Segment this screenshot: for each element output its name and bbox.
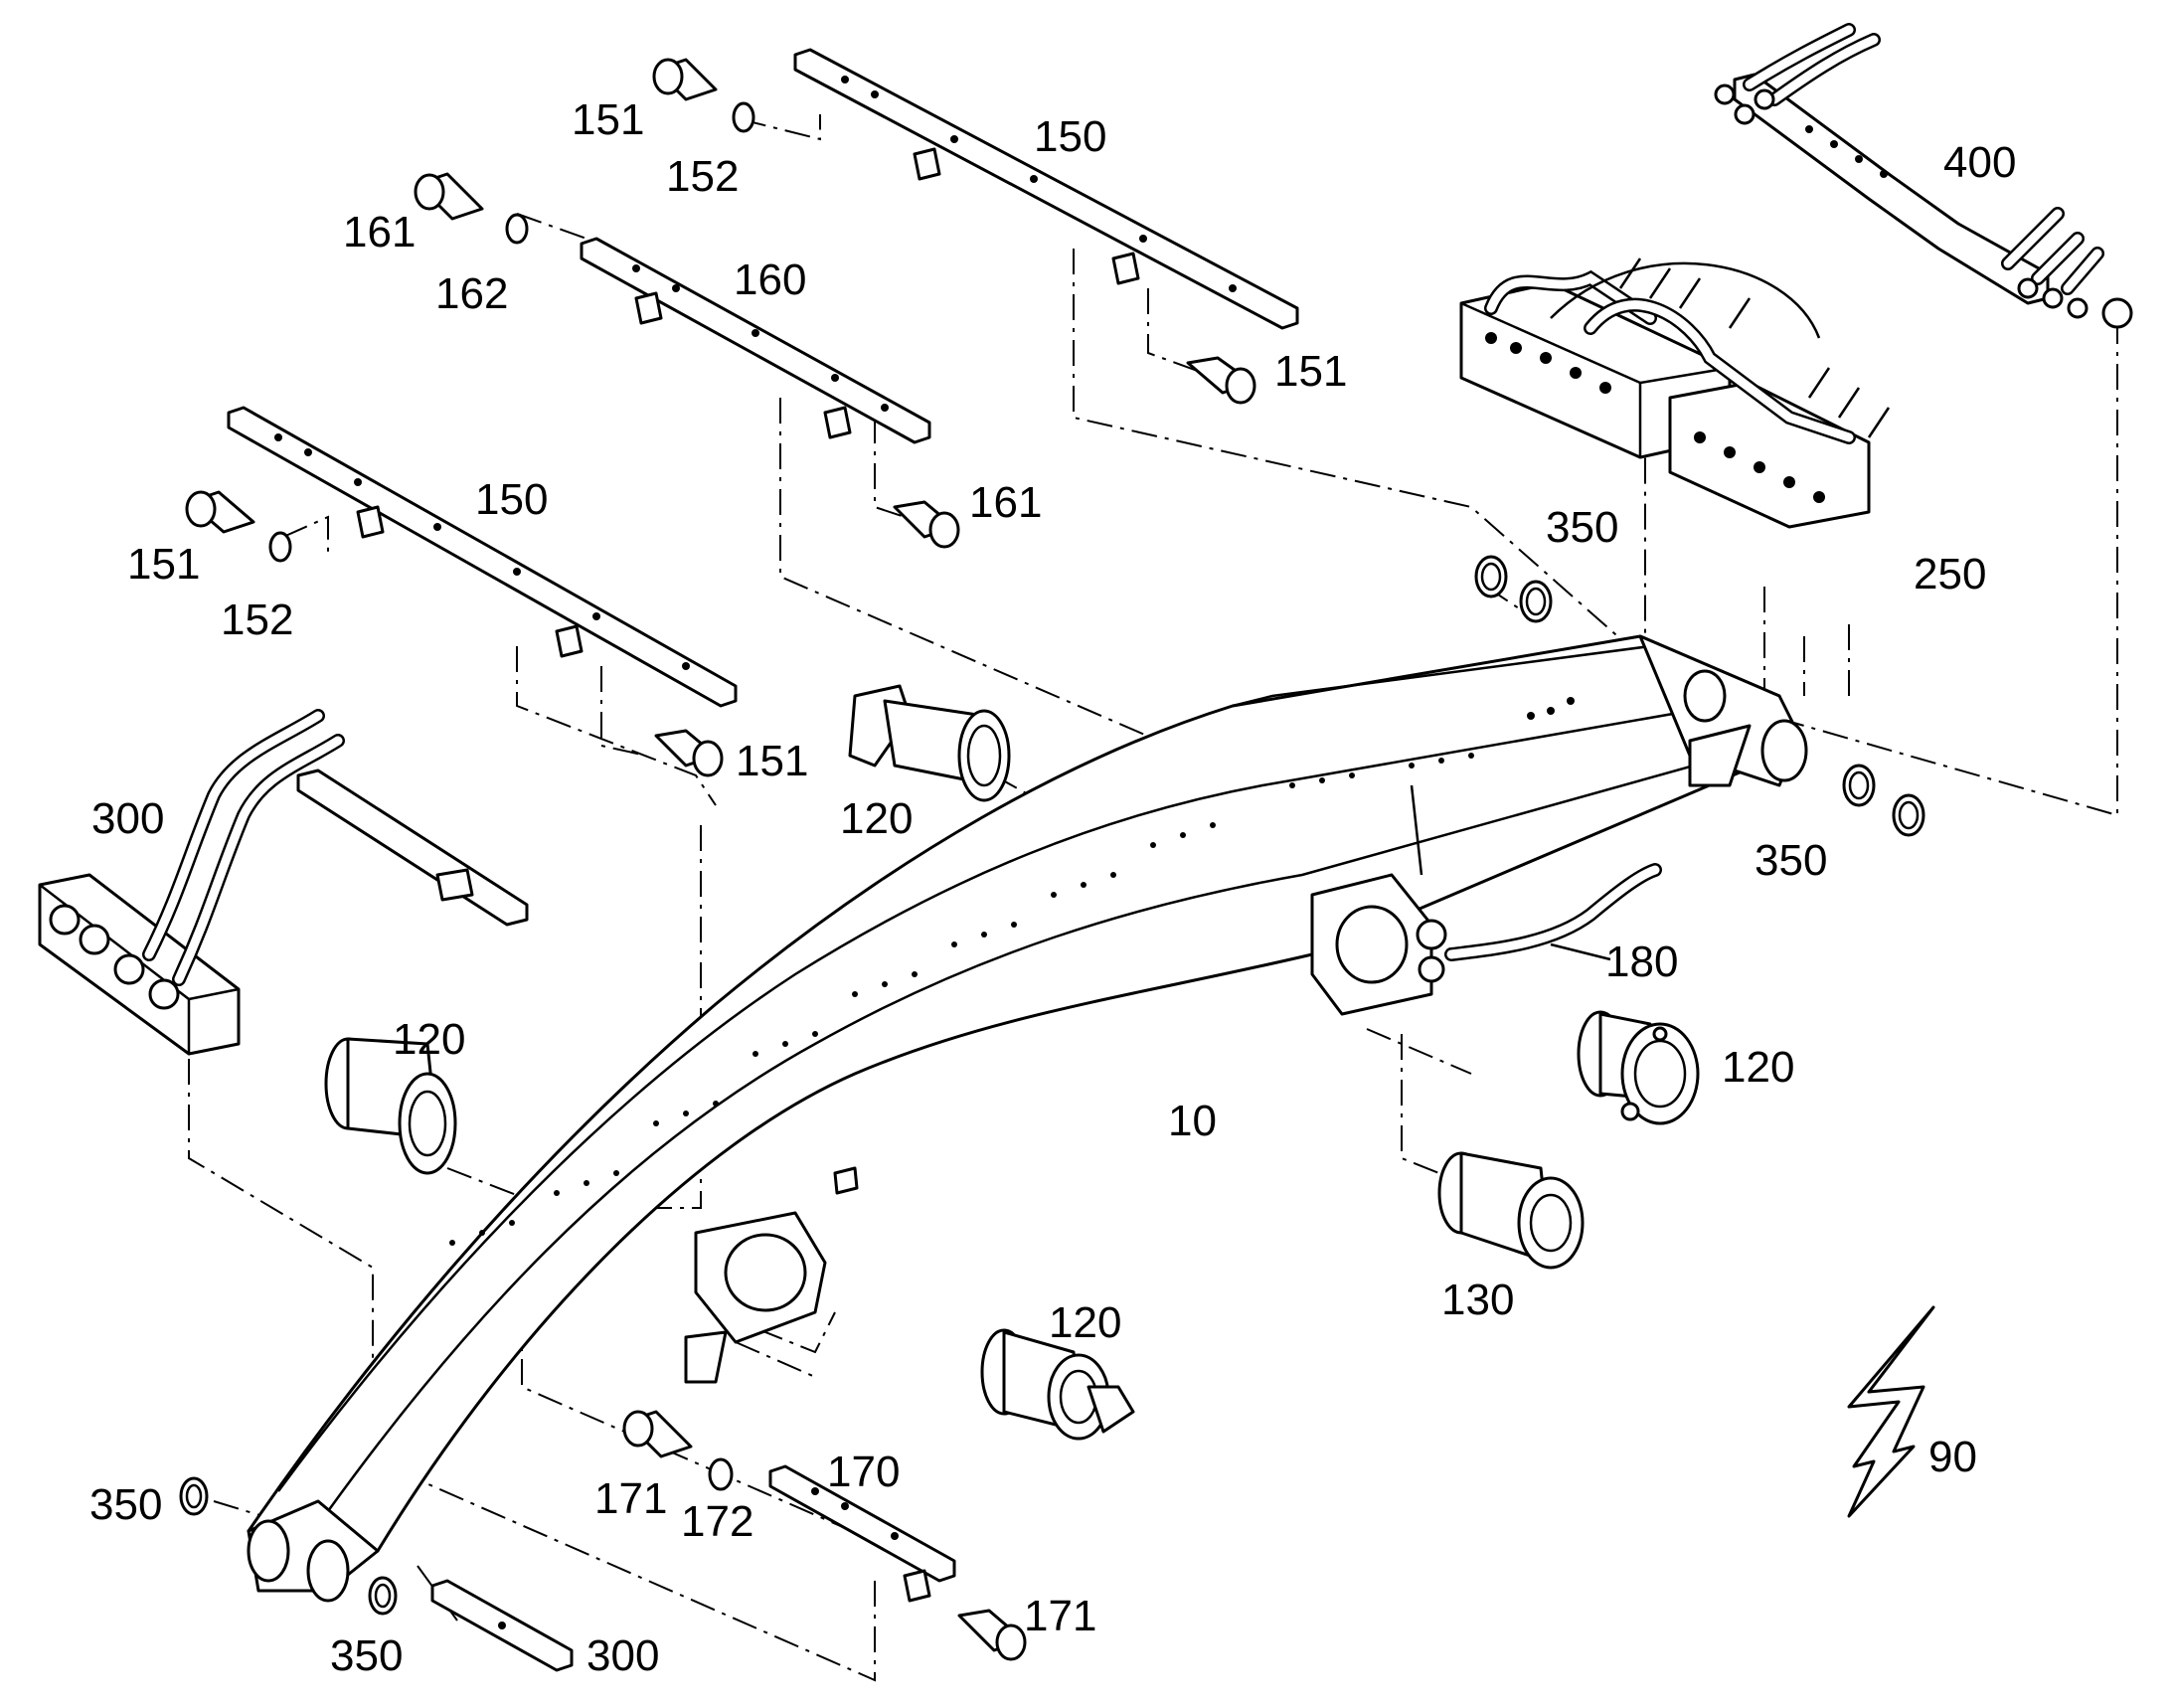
hose-180 [1444,863,1662,961]
label-161: 161 [343,208,416,256]
label-162: 162 [435,269,508,318]
valve-block-250 [1459,257,1891,529]
label-180: 180 [1605,938,1678,986]
label-350: 350 [89,1480,162,1529]
direction-arrow-90 [1847,1305,1935,1518]
manifold-300 [38,709,529,1056]
rail-bar-150-mid [227,406,738,708]
label-151: 151 [127,540,200,589]
label-120: 120 [840,794,913,843]
label-10: 10 [1168,1097,1217,1145]
label-152: 152 [221,596,293,644]
label-160: 160 [734,256,806,304]
label-171: 171 [1024,1592,1096,1640]
label-172: 172 [681,1497,753,1546]
label-250: 250 [1914,550,1986,598]
label-300: 300 [91,794,164,843]
label-161: 161 [969,478,1042,527]
rail-bar-150-top [793,48,1299,330]
label-120: 120 [1722,1043,1794,1092]
label-152: 152 [666,152,739,201]
label-151: 151 [1274,347,1347,396]
bolts-washers [179,58,1925,1661]
label-151: 151 [572,95,644,144]
rail-bar-170 [768,1464,956,1603]
label-400: 400 [1943,138,2016,187]
label-120: 120 [1049,1298,1121,1347]
label-350: 350 [1546,503,1618,552]
label-151: 151 [736,737,808,785]
label-350: 350 [330,1631,403,1680]
hose-assembly-400 [1714,23,2133,329]
label-150: 150 [1034,112,1106,161]
label-150: 150 [475,475,548,524]
label-171: 171 [594,1474,667,1523]
label-120: 120 [393,1015,465,1064]
label-170: 170 [827,1448,900,1496]
rail-bar-300-small [430,1579,574,1672]
label-300: 300 [586,1631,659,1680]
label-90: 90 [1928,1433,1977,1481]
pins [324,684,1700,1441]
boom-body [247,634,1808,1603]
label-130: 130 [1441,1276,1514,1324]
label-350: 350 [1755,836,1827,885]
rail-bar-160 [580,237,931,444]
callout-labels: 151 152 150 161 162 160 151 161 150 151 … [89,95,2016,1680]
